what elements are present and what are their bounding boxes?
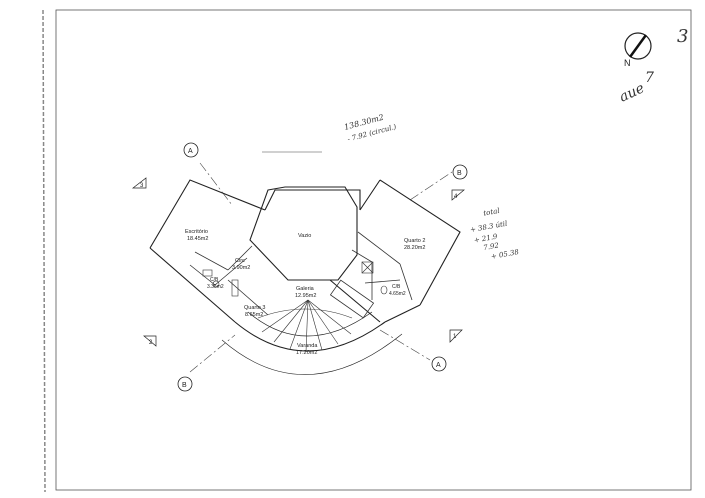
room-name: C/B — [392, 284, 401, 290]
room-name: Varanda — [297, 343, 318, 349]
room-area: 3.35m2 — [207, 284, 224, 290]
room-vazio: Vazio — [298, 233, 311, 239]
room-name: C/B — [210, 277, 219, 283]
room-wc-right: C/B 4.65m2 — [389, 284, 406, 297]
svg-text:3: 3 — [140, 183, 144, 189]
corner-mark: 3 — [677, 26, 688, 47]
building-walls — [149, 179, 461, 375]
elevation-marker-2: 2 — [143, 335, 157, 347]
handwritten-note: aue — [617, 80, 647, 105]
room-name: Quarto 2 — [404, 238, 425, 244]
room-wc-left: C/B 3.35m2 — [207, 277, 224, 290]
north-label: N — [624, 58, 631, 68]
room-galeria: Galeria 12.95m2 — [295, 286, 316, 299]
room-escritorio: Escritório 18.45m2 — [185, 229, 208, 242]
svg-text:2: 2 — [149, 340, 153, 346]
svg-text:1: 1 — [453, 334, 457, 340]
elevation-marker-4: 4 — [451, 189, 465, 201]
svg-text:+ 38.3 útil: + 38.3 útil — [469, 220, 508, 234]
section-a-top-label: A — [188, 148, 193, 155]
section-line-a: A A — [183, 142, 447, 372]
room-area: 12.95m2 — [295, 293, 316, 299]
svg-text:7.92: 7.92 — [483, 241, 500, 252]
elevation-marker-1: 1 — [449, 329, 463, 343]
section-b-bottom-label: B — [182, 382, 187, 389]
elevation-marker-3: 3 — [131, 177, 147, 189]
room-name: Escritório — [185, 229, 208, 235]
interior-partitions — [189, 231, 413, 319]
section-line-b: B B — [177, 164, 468, 392]
svg-text:total: total — [483, 207, 500, 218]
sheet-border — [55, 9, 692, 491]
void-octagon — [249, 186, 358, 281]
svg-text:4: 4 — [454, 194, 458, 200]
section-b-top-label: B — [457, 170, 462, 177]
room-quarto2: Quarto 2 28.20m2 — [404, 238, 425, 251]
north-arrow: N — [624, 32, 652, 68]
room-name: Quarto 3 — [244, 305, 265, 311]
bathroom-fixtures — [202, 261, 388, 297]
room-varanda: Varanda 17.20m2 — [296, 343, 318, 356]
area-notes-right: total + 38.3 útil + 21.9 7.92 + 05.38 — [469, 207, 520, 261]
spiral-stair — [257, 299, 353, 353]
room-area: 28.20m2 — [404, 245, 425, 251]
room-name: Circ — [235, 258, 245, 264]
room-quarto3: Quarto 3 8.65m2 — [244, 305, 265, 318]
room-circ: Circ 3.90m2 — [232, 258, 250, 271]
section-a-bottom-label: A — [436, 362, 441, 369]
scan-left-edge — [42, 9, 46, 493]
room-area: 4.65m2 — [389, 291, 406, 297]
room-name: Vazio — [298, 233, 311, 239]
room-name: Galeria — [296, 286, 315, 292]
handwritten-number: 7 — [645, 70, 654, 86]
room-area: 3.90m2 — [232, 265, 250, 271]
room-area: 17.20m2 — [296, 350, 317, 356]
area-notes-top: 138.30m2 - 7.92 (circul.) — [343, 113, 397, 144]
room-area: 18.45m2 — [187, 236, 208, 242]
room-area: 8.65m2 — [245, 312, 263, 318]
